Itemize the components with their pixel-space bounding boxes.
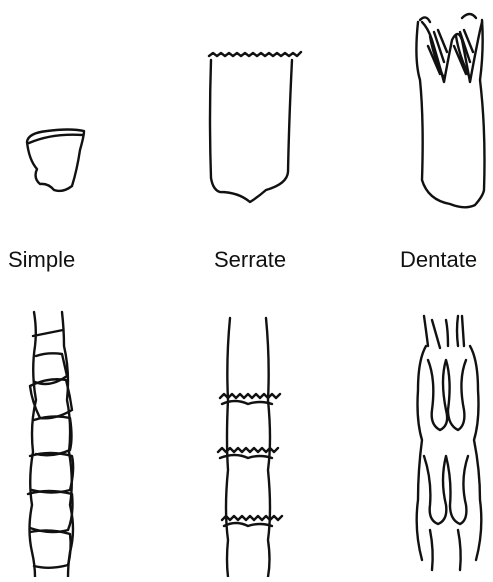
serrate-filament-drawing (218, 318, 282, 577)
dentate-scale-drawing (416, 14, 484, 207)
serrate-scale-drawing (209, 52, 301, 202)
simple-filament-drawing (28, 312, 73, 577)
simple-scale-drawing (27, 130, 84, 191)
label-simple: Simple (8, 247, 75, 273)
dentate-filament-drawing (417, 316, 482, 570)
label-dentate: Dentate (400, 247, 477, 273)
label-serrate: Serrate (214, 247, 286, 273)
